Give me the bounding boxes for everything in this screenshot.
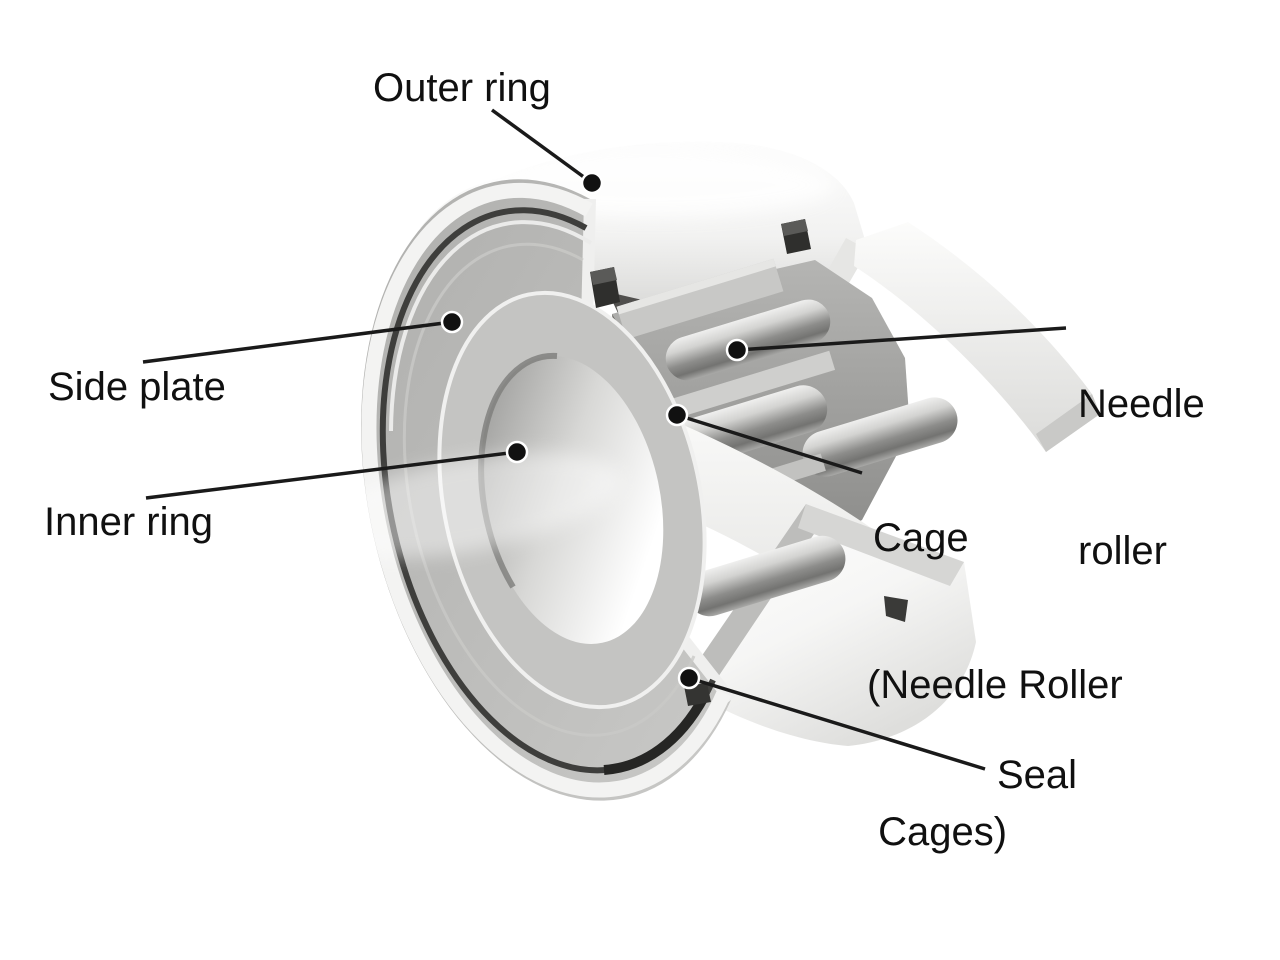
outer-ring-label: Outer ring: [373, 66, 551, 110]
outer-ring-leader-line: [490, 108, 594, 185]
cage-dot: [665, 403, 689, 427]
back-wedge: [854, 222, 1100, 452]
clip-back-upper-facet: [781, 219, 808, 236]
needle-roller-label: Needle roller: [1078, 282, 1205, 625]
annotations: [142, 108, 1067, 771]
inner-ring-label: Inner ring: [44, 500, 213, 544]
cage-bar-top: [616, 258, 784, 340]
front-face: [315, 179, 736, 801]
needle-roller-label-line2: roller: [1078, 529, 1167, 573]
outer-ring-back-section: [854, 222, 1100, 452]
seal-clips: [590, 219, 811, 706]
annotation-dots: [440, 171, 749, 690]
groove-inner-highlight: [389, 220, 593, 432]
side-plate-label: Side plate: [48, 365, 226, 409]
outer-ring-bottom-section: [686, 504, 976, 746]
seal-dot: [677, 666, 701, 690]
needle-roller-label-line1: Needle: [1078, 382, 1205, 426]
back-wedge-edge: [1036, 394, 1100, 452]
cage-bar-middle: [660, 350, 836, 422]
seal-ring-visible: [603, 694, 709, 775]
needle-roller-bottom: [686, 535, 846, 617]
side-plate-dot: [440, 310, 464, 334]
inner-ring-dot: [505, 440, 529, 464]
plate-sheen: [315, 452, 621, 558]
outer-ring-dot: [580, 171, 604, 195]
cage-label-line1: Cage: [873, 516, 969, 560]
needle-roller-right: [802, 397, 958, 477]
cage-label-line2: (Needle Roller: [867, 663, 1123, 707]
cage-label-line3: Cages): [867, 810, 1008, 854]
inner-ring-leader-line: [145, 450, 518, 500]
bottom-clip: [884, 596, 908, 622]
needle-roller-dot: [725, 338, 749, 362]
seal-label: Seal: [997, 753, 1078, 797]
side-plate-leader-line: [142, 320, 453, 364]
cage-leader-line: [676, 413, 863, 475]
clip-front-upper-facet: [590, 267, 617, 285]
bottom-segment-top-face: [798, 504, 964, 586]
needle-roller-top: [665, 299, 831, 381]
cage-label: Cage (Needle Roller Cages): [867, 416, 1123, 906]
outer-ring-front-rim: [361, 182, 731, 798]
seal-leader-line: [688, 676, 986, 771]
needle-roller-leader-line: [736, 326, 1067, 352]
